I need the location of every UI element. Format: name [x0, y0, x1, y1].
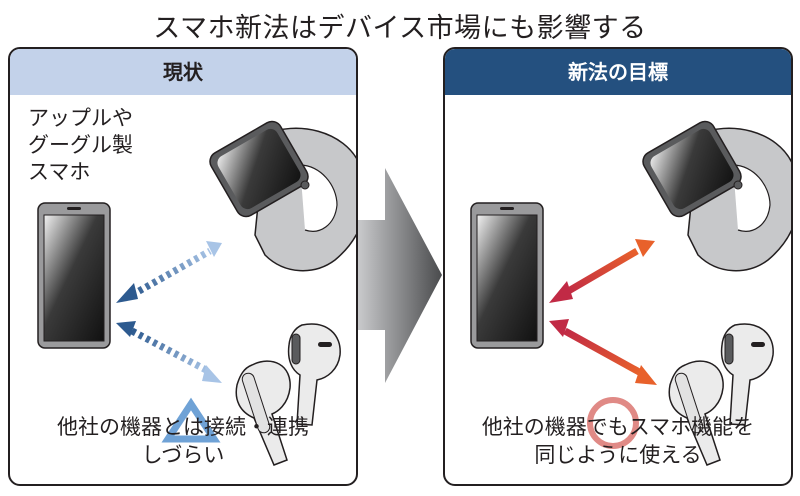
smartwatch-icon	[642, 120, 791, 272]
maker-label-line: グーグル製	[28, 133, 133, 157]
earbuds-icon	[668, 323, 774, 466]
panel-goal-caption: 他社の機器でもスマホ機能を 同じように使える	[445, 413, 791, 469]
caption-line: しづらい	[141, 443, 225, 467]
maker-label-line: アップルや	[28, 106, 133, 130]
maker-label-line: スマホ	[28, 160, 91, 184]
smartphone-icon	[37, 202, 111, 349]
figure-title: スマホ新法はデバイス市場にも影響する	[153, 13, 647, 44]
panel-current-body: アップルや グーグル製 スマホ	[10, 95, 356, 484]
panel-goal-art	[470, 120, 791, 466]
panel-current-header: 現状	[10, 49, 356, 95]
smartphone-icon	[470, 202, 544, 349]
panel-current-caption: 他社の機器とは接続・連携 しづらい	[10, 413, 356, 469]
caption-line: 他社の機器でもスマホ機能を	[481, 415, 755, 439]
circle-symbol-icon	[587, 397, 639, 449]
weak-connection-arrow-earbuds-icon	[116, 321, 222, 383]
panel-goal: 新法の目標	[443, 47, 793, 486]
transition-arrow-icon	[350, 168, 442, 383]
panel-current: 現状 アップルや グーグル製 スマホ	[8, 47, 358, 486]
connection-arrow-earbuds-icon	[549, 319, 657, 385]
weak-connection-arrow-watch-icon	[116, 241, 222, 303]
panel-current-art	[37, 120, 356, 466]
panel-goal-header: 新法の目標	[445, 49, 791, 95]
smartwatch-icon	[209, 120, 356, 272]
caption-line: 他社の機器とは接続・連携	[57, 415, 309, 439]
triangle-symbol-icon	[161, 397, 221, 443]
panel-goal-body: 他社の機器でもスマホ機能を 同じように使える	[445, 95, 791, 484]
maker-label: アップルや グーグル製 スマホ	[28, 105, 133, 186]
earbuds-icon	[235, 323, 341, 466]
connection-arrow-watch-icon	[549, 239, 655, 303]
caption-line: 同じように使える	[534, 443, 702, 467]
